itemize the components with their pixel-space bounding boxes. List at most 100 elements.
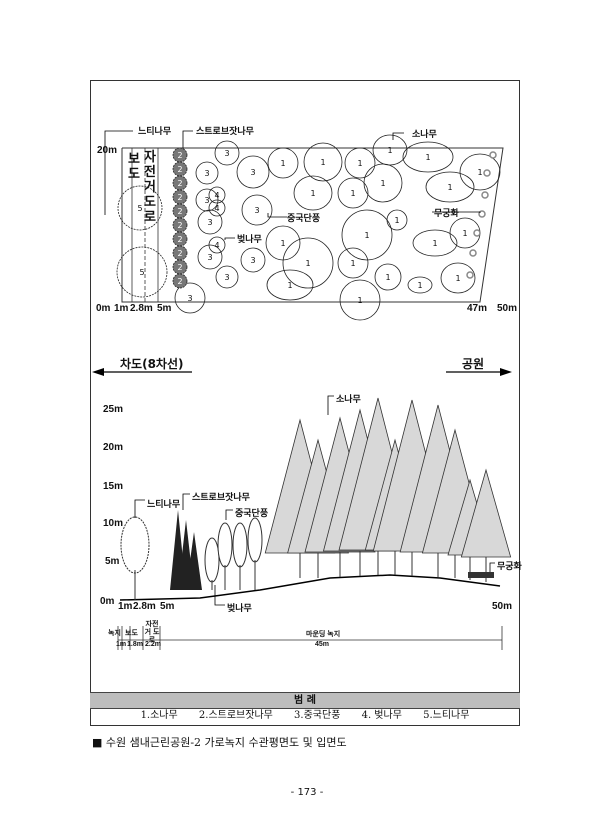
legend-item: 4. 벚나무: [361, 710, 402, 721]
tree-canopy-pine: [412, 229, 458, 257]
section-label-hibiscus: 무궁화: [497, 562, 522, 572]
section-x-label: 2.8m: [133, 601, 156, 612]
tree-number: 2: [177, 235, 182, 244]
arrow-label-road: 차도(8차선): [120, 357, 184, 371]
figure-caption: ■ 수원 샘내근린공원-2 가로녹지 수관평면도 및 입면도: [92, 736, 347, 749]
hibiscus-shrub: [473, 229, 481, 237]
tree-number: 5: [137, 204, 142, 213]
leader-line: [327, 395, 334, 415]
tree-canopy-maple: [241, 194, 273, 226]
zone-bike-road: 자전거 도로: [144, 621, 160, 644]
tree-number: 2: [177, 151, 182, 160]
hibiscus-shrub: [483, 169, 491, 177]
section-label-pine: 소나무: [336, 395, 361, 405]
hibiscus-shrub: [489, 151, 497, 159]
section-label-strobus: 스트로브잣나무: [192, 493, 250, 503]
tree-canopy-maple: [197, 244, 223, 270]
tree-canopy-maple: [240, 247, 266, 273]
section-label-zelkova: 느티나무: [147, 500, 181, 510]
tree-number: 1: [287, 281, 292, 290]
arrow-label-park: 공원: [462, 357, 485, 371]
tree-number: 1: [357, 159, 362, 168]
tree-number: 1: [455, 274, 460, 283]
plan-x-label: 1m: [114, 303, 129, 314]
legend-items: 1.소나무 2.스트로브잣나무 3.중국단풍 4. 벚나무 5.느티나무: [90, 708, 520, 724]
tree-number: 1: [364, 231, 369, 240]
tree-canopy-cherry: [208, 199, 226, 217]
section-label-maple: 중국단풍: [235, 509, 269, 519]
section-x-label: 5m: [160, 601, 175, 612]
tree-number: 1: [394, 216, 399, 225]
tree-number: 1: [425, 153, 430, 162]
tree-number: 1: [350, 189, 355, 198]
section-y-label: 20m: [103, 442, 124, 453]
tree-number: 2: [177, 263, 182, 272]
legend-title: 범 례: [90, 692, 520, 709]
tree-canopy-pine: [425, 171, 475, 203]
tree-number: 5: [139, 268, 144, 277]
tree-canopy-maple: [197, 209, 223, 235]
plan-x-label: 2.8m: [130, 303, 153, 314]
tree-canopy-cherry: [208, 236, 226, 254]
zone-mounding: 마운딩 녹지: [306, 631, 341, 638]
tree-canopy-pine: [402, 141, 454, 173]
plan-y-label: 20m: [97, 145, 118, 156]
tree-number: 1: [280, 239, 285, 248]
tree-canopy-pine: [341, 209, 393, 261]
leader-line: [224, 237, 235, 240]
legend-item: 5.느티나무: [423, 710, 470, 721]
tree-number: 2: [177, 193, 182, 202]
plan-x-label: 5m: [157, 303, 172, 314]
plan-label-cherry: 벚나무: [237, 235, 262, 245]
tree-canopy-pine: [344, 147, 376, 179]
width-label: 1.8m: [127, 641, 143, 648]
plan-outline: [121, 147, 504, 303]
plan-x-label: 47m: [467, 303, 488, 314]
tree-number: 2: [177, 277, 182, 286]
strip-sidewalk-label: 보도: [128, 152, 140, 182]
tree-canopy-pine: [407, 276, 433, 294]
tree-number: 1: [380, 179, 385, 188]
ground-line: [119, 574, 501, 601]
leader-line: [432, 211, 481, 213]
tree-canopy-cherry: [208, 186, 226, 204]
plan-label-maple: 중국단풍: [287, 214, 321, 224]
tree-canopy-pine: [337, 247, 369, 279]
plan-label-hibiscus: 무궁화: [434, 209, 459, 219]
tree-number: 1: [462, 229, 467, 238]
legend-item: 1.소나무: [140, 710, 178, 721]
section-x-label: 50m: [492, 601, 513, 612]
leader-line: [225, 509, 233, 520]
plan-label-strobus: 스트로브잣나무: [196, 127, 254, 137]
tree-number: 2: [177, 207, 182, 216]
tree-number: 3: [207, 253, 212, 262]
tree-number: 1: [417, 281, 422, 290]
leader-line: [489, 562, 495, 572]
tree-number: 2: [177, 179, 182, 188]
tree-canopy-maple: [174, 282, 206, 314]
leader-line: [214, 585, 225, 606]
hibiscus-shrub: [481, 191, 489, 199]
tree-number: 1: [385, 273, 390, 282]
tree-canopy-pine: [266, 269, 314, 301]
zone-green: 녹지: [108, 630, 121, 637]
tree-canopy-pine: [293, 175, 333, 211]
tree-canopy-zelkova: [117, 185, 163, 231]
plan-x-label: 0m: [96, 303, 111, 314]
tree-canopy-zelkova: [116, 246, 168, 298]
tree-number: 4: [214, 191, 219, 200]
section-y-label: 15m: [103, 481, 124, 492]
tree-canopy-pine: [337, 177, 369, 209]
tree-number: 4: [214, 204, 219, 213]
maple-tree: [204, 537, 220, 583]
strip-bike-label: 자전거도로: [144, 150, 156, 225]
tree-number: 3: [224, 149, 229, 158]
section-y-label: 5m: [105, 556, 120, 567]
maple-tree: [217, 522, 233, 568]
tree-number: 3: [224, 273, 229, 282]
tree-number: 2: [177, 221, 182, 230]
hibiscus-shrub: [469, 249, 477, 257]
leader-line: [392, 132, 404, 140]
tree-number: 3: [207, 218, 212, 227]
section-y-label: 0m: [100, 596, 115, 607]
